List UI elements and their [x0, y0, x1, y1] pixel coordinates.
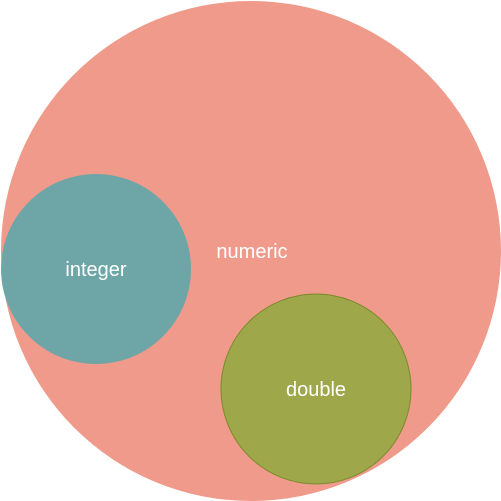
integer-label: integer: [65, 259, 126, 281]
integer-set-circle: [1, 174, 191, 364]
double-label: double: [286, 379, 346, 401]
numeric-label: numeric: [216, 241, 287, 263]
double-set-circle: [220, 293, 412, 485]
